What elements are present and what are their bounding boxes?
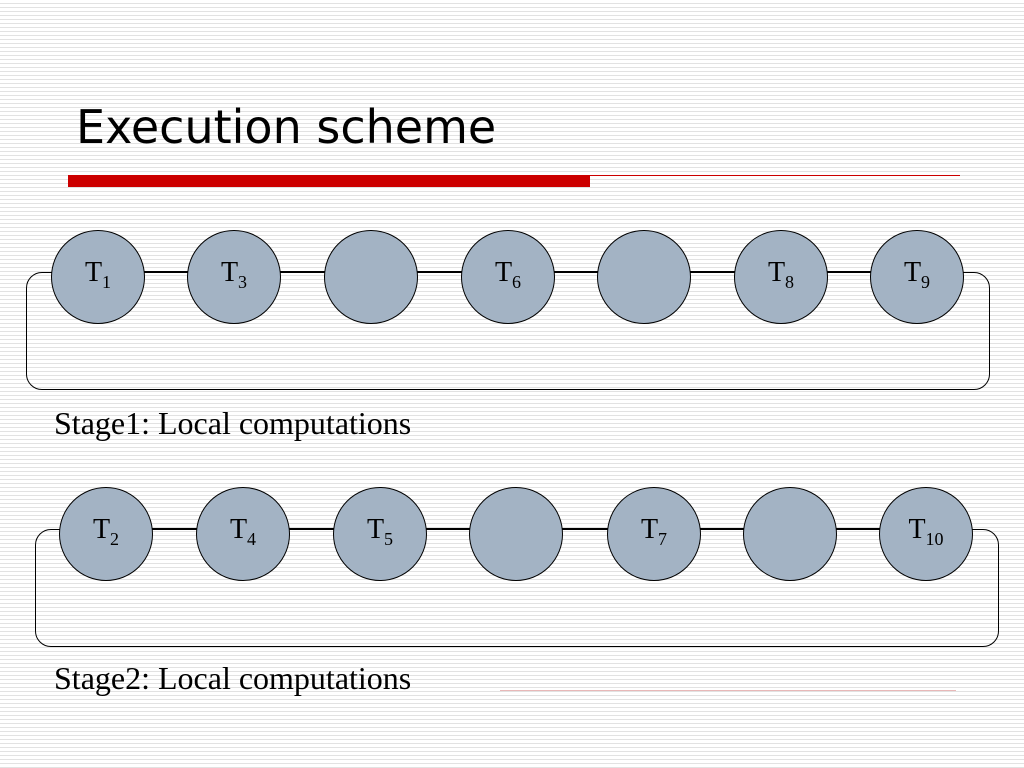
stage1-node-5 <box>597 230 691 324</box>
stage2-caption: Stage2: Local computations <box>54 660 412 696</box>
stage2-node-6 <box>743 487 837 581</box>
footer-rule <box>500 690 956 691</box>
stage2-node-4 <box>469 487 563 581</box>
stage1-node-3 <box>324 230 418 324</box>
slide-title: Execution scheme <box>76 100 497 154</box>
title-underline-bar <box>68 175 590 187</box>
title-underline-line <box>590 175 960 176</box>
stage1-caption: Stage1: Local computations <box>54 405 412 441</box>
